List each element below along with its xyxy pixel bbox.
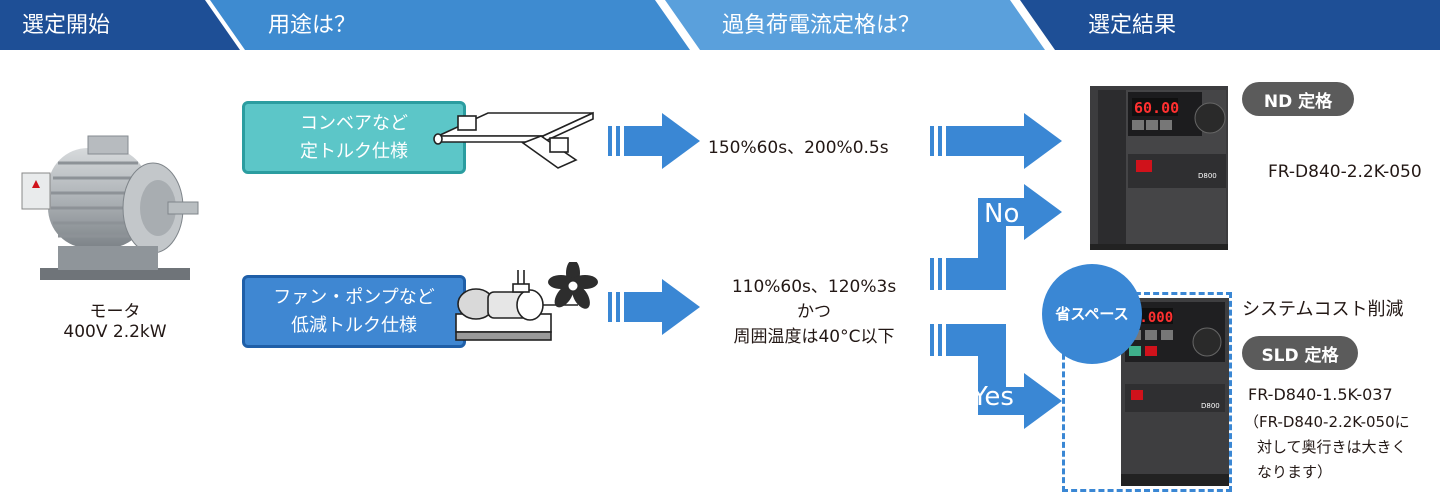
nd-model-badge: D800 xyxy=(1198,172,1217,180)
header-bar xyxy=(0,0,1440,50)
application-reduced-line2: 低減トルク仕様 xyxy=(291,314,417,336)
rating-constant: 150%60s、200%0.5s xyxy=(708,138,889,158)
nd-led-readout: 60.00 xyxy=(1134,99,1179,117)
arrow-to-reduced-rating xyxy=(608,279,700,335)
header-step-2-bg xyxy=(210,0,690,50)
space-saving-frame xyxy=(1062,292,1232,492)
system-cost-label: システムコスト削減 xyxy=(1242,299,1404,320)
application-box-constant xyxy=(242,101,466,174)
header-step-1-bg xyxy=(0,0,240,50)
header-step-application: 用途は？ xyxy=(268,13,357,38)
motor-image xyxy=(21,135,199,280)
arrow-no-branch xyxy=(930,184,1062,290)
header-step-start: 選定開始 xyxy=(22,13,111,38)
pump-fan-image xyxy=(455,262,598,341)
space-saving-badge: 省スペース xyxy=(1055,305,1129,323)
sld-model-label: FR-D840-1.5K-037 xyxy=(1248,385,1393,404)
nd-inverter-image: 60.00 D800 xyxy=(1090,86,1228,250)
arrow-yes-branch xyxy=(930,324,1062,429)
motor-spec: 400V 2.2kW xyxy=(63,322,167,342)
sld-rating-badge: SLD 定格 xyxy=(1242,336,1358,370)
rating-reduced-line3: 周囲温度は40°C以下 xyxy=(733,327,895,347)
application-reduced-line1: ファン・ポンプなど xyxy=(273,286,435,308)
header-step-result: 選定結果 xyxy=(1088,13,1177,38)
nd-model-label: FR-D840-2.2K-050 xyxy=(1268,162,1422,182)
sld-note-line1: （FR-D840-2.2K-050に xyxy=(1244,413,1410,431)
arrow-to-constant-rating xyxy=(608,113,700,169)
rating-reduced-line1: 110%60s、120%3s xyxy=(731,277,897,297)
branch-yes-label: Yes xyxy=(972,382,1014,412)
application-constant-line1: コンベアなど xyxy=(300,112,408,134)
sld-model-badge: D800 xyxy=(1201,402,1220,410)
sld-note-line3: なります） xyxy=(1257,463,1333,481)
header-step-overload: 過負荷電流定格は？ xyxy=(722,13,921,38)
sld-note-line2: 対して奥行きは大きく xyxy=(1257,438,1407,456)
header-step-4-bg xyxy=(1020,0,1440,50)
space-saving-circle xyxy=(1042,264,1142,364)
nd-rating-badge: ND 定格 xyxy=(1242,82,1354,116)
motor-label: モータ xyxy=(89,302,141,322)
application-constant-line2: 定トルク仕様 xyxy=(300,140,408,162)
branch-no-label: No xyxy=(984,199,1020,229)
header-step-3-bg xyxy=(665,0,1045,50)
arrow-to-nd-result xyxy=(930,113,1062,169)
conveyor-image xyxy=(433,111,594,169)
rating-reduced-line2: かつ xyxy=(797,302,831,322)
application-box-reduced xyxy=(242,275,466,348)
